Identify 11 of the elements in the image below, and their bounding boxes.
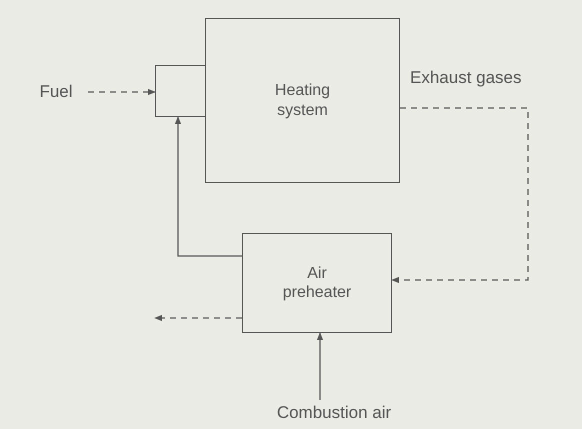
arrow — [174, 116, 242, 257]
arrow — [88, 88, 156, 96]
process-box: Heating system — [205, 18, 400, 183]
arrow — [391, 107, 529, 284]
flow-label: Exhaust gases — [410, 68, 522, 88]
process-box: Air preheater — [242, 233, 392, 333]
arrow — [154, 314, 242, 322]
arrow — [316, 332, 324, 400]
input-label: Combustion air — [248, 400, 420, 426]
burner-box — [155, 65, 206, 117]
input-label: Fuel — [28, 80, 84, 104]
